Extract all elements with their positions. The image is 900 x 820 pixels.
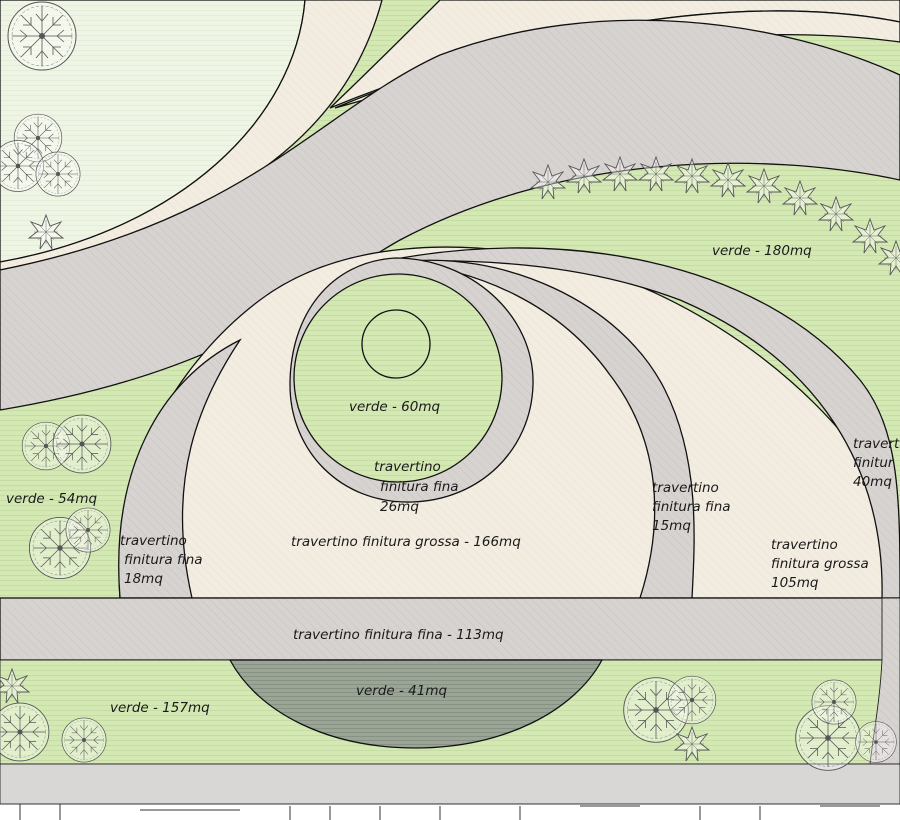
area-labels: verde - 180mq verde - 60mq verde - 54mq … xyxy=(6,243,900,716)
building-edge xyxy=(0,804,900,820)
label-line: finitura fina xyxy=(124,552,203,568)
label-line: finitura grossa xyxy=(771,556,869,572)
dark-half-circle xyxy=(228,659,604,749)
outer-ring-arc xyxy=(379,247,900,598)
label-line: travertino xyxy=(120,533,187,549)
label-line: travertino xyxy=(374,459,441,475)
label-trav-grossa-105: travertino finitura grossa 105mq xyxy=(771,537,873,591)
label-verde-180: verde - 180mq xyxy=(712,243,812,259)
label-line: 18mq xyxy=(124,571,163,587)
label-line: finitura fina xyxy=(380,479,459,495)
bottom-strip xyxy=(0,763,900,805)
left-crescent xyxy=(118,338,242,598)
label-line: finitur xyxy=(853,455,895,471)
label-line: travertino xyxy=(652,480,719,496)
label-verde-157: verde - 157mq xyxy=(110,700,210,716)
label-line: traverti xyxy=(853,436,900,452)
label-trav-fina-15: travertino finitura fina 15mq xyxy=(652,480,735,534)
inner-circle xyxy=(361,309,431,379)
label-verde-41: verde - 41mq xyxy=(356,683,448,699)
label-trav-fina-113: travertino finitura fina - 113mq xyxy=(293,627,504,643)
label-line: 15mq xyxy=(652,518,691,534)
label-verde-60: verde - 60mq xyxy=(349,399,441,415)
label-line: 26mq xyxy=(380,499,419,515)
label-trav-grossa-166: travertino finitura grossa - 166mq xyxy=(291,534,521,550)
label-line: 105mq xyxy=(771,575,819,591)
label-trav-fina-40: traverti finitur 40mq xyxy=(853,436,900,490)
label-trav-fina-18: travertino finitura fina 18mq xyxy=(120,533,207,587)
label-line: travertino xyxy=(771,537,838,553)
label-verde-54: verde - 54mq xyxy=(6,491,98,507)
label-line: finitura fina xyxy=(652,499,731,515)
building-outline xyxy=(0,803,900,820)
label-trav-fina-26: travertino finitura fina 26mq xyxy=(374,459,463,515)
label-line: 40mq xyxy=(853,474,892,490)
horizontal-band xyxy=(0,597,900,661)
